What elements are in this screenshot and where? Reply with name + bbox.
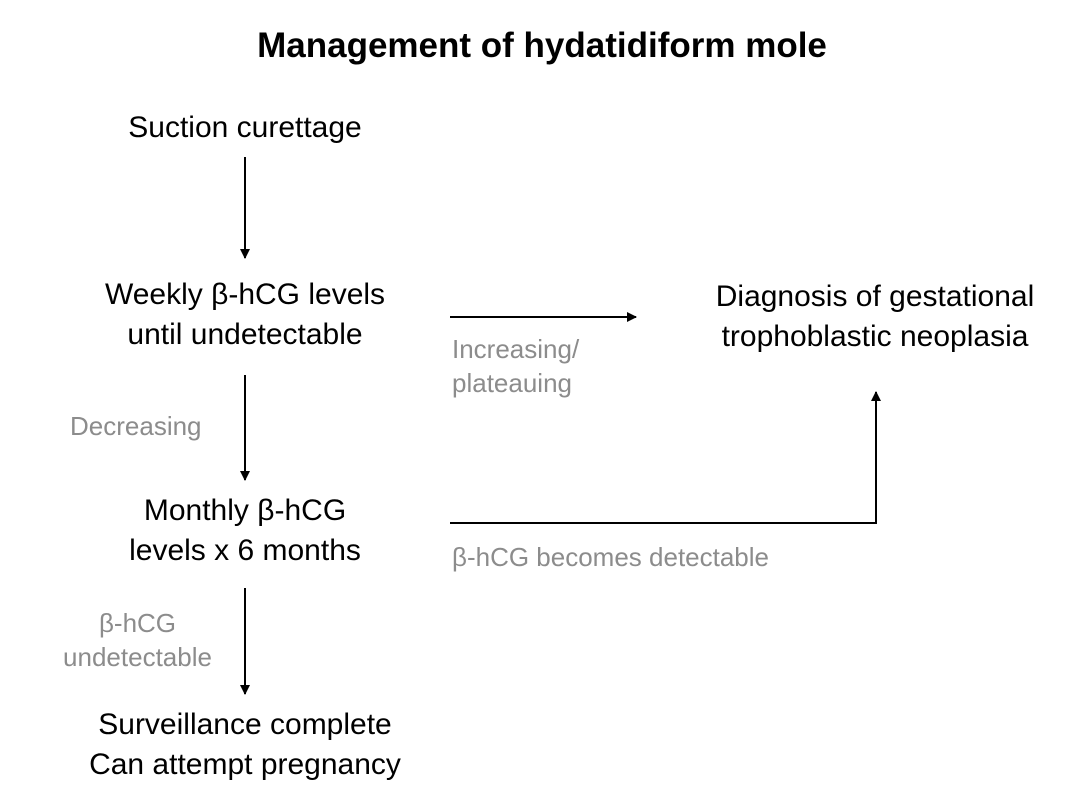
node-surveillance-complete-line-2: Can attempt pregnancy xyxy=(89,748,401,781)
node-diagnosis-gtn: Diagnosis of gestational trophoblastic n… xyxy=(665,277,1084,357)
node-monthly-hcg-line-1: Monthly β-hCG xyxy=(143,494,347,527)
node-weekly-hcg-line-2: until undetectable xyxy=(127,318,363,351)
node-surveillance-complete-line-1: Surveillance complete xyxy=(98,708,392,741)
edge-label-increasing-line-1: Increasing/ xyxy=(452,334,580,364)
node-weekly-hcg-line-1: Weekly β-hCG levels xyxy=(104,278,386,311)
edge-label-decreasing: Decreasing xyxy=(70,409,202,443)
edge-label-undetectable-line-2: undetectable xyxy=(63,642,212,672)
node-monthly-hcg-line-2: levels x 6 months xyxy=(129,534,361,567)
node-diagnosis-gtn-line-1: Diagnosis of gestational xyxy=(715,280,1035,313)
edge-label-undetectable: β-hCG undetectable xyxy=(40,606,235,674)
edge-label-detectable: β-hCG becomes detectable xyxy=(452,540,769,574)
edge-label-undetectable-line-1: β-hCG xyxy=(98,608,177,638)
edge-label-increasing-line-2: plateauing xyxy=(452,368,572,398)
node-surveillance-complete: Surveillance complete Can attempt pregna… xyxy=(55,705,435,785)
edge-label-decreasing-line-1: Decreasing xyxy=(70,411,202,441)
page-title: Management of hydatidiform mole xyxy=(257,26,827,65)
edge-label-increasing: Increasing/ plateauing xyxy=(452,332,579,400)
node-suction-curettage-line-1: Suction curettage xyxy=(128,111,362,144)
node-weekly-hcg: Weekly β-hCG levels until undetectable xyxy=(65,275,425,355)
node-monthly-hcg: Monthly β-hCG levels x 6 months xyxy=(85,491,405,571)
arrow-monthly-to-diagnosis xyxy=(450,391,881,524)
edge-label-detectable-line-1: β-hCG becomes detectable xyxy=(452,542,770,572)
node-suction-curettage: Suction curettage xyxy=(95,108,395,148)
node-diagnosis-gtn-line-2: trophoblastic neoplasia xyxy=(721,320,1029,353)
